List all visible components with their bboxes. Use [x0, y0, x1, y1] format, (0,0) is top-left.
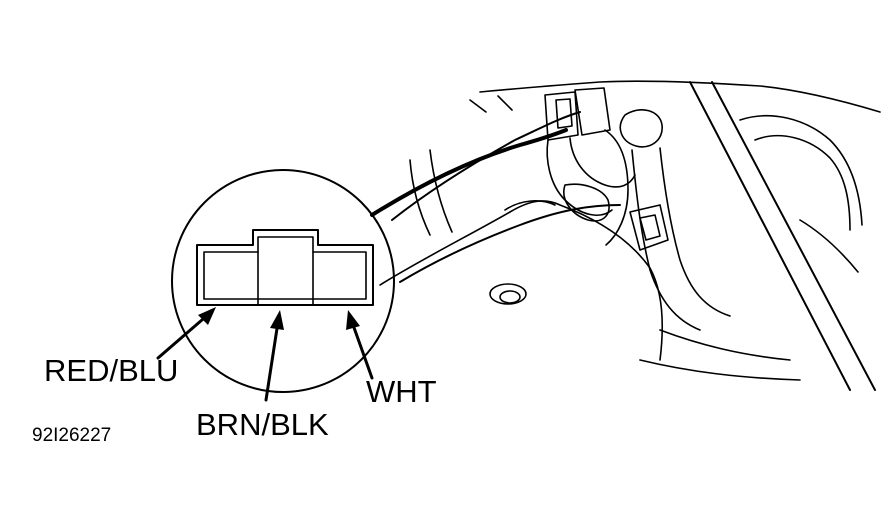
engine-bay-drawing	[370, 80, 881, 391]
arrow-brn-blk	[264, 320, 280, 402]
magnifier-circle	[171, 169, 395, 393]
arrowhead-red-blu	[198, 307, 216, 325]
label-brn-blk: BRN/BLK	[196, 407, 329, 442]
label-red-blu: RED/BLU	[44, 353, 178, 388]
figure-id: 92I26227	[32, 425, 111, 446]
arrowhead-brn-blk	[270, 310, 284, 330]
arrow-red-blu	[156, 311, 212, 360]
pin-arrows	[156, 307, 374, 402]
arrowhead-wht	[346, 310, 360, 330]
connector-face	[196, 229, 374, 306]
arrow-wht	[350, 320, 374, 380]
label-wht: WHT	[366, 374, 437, 409]
